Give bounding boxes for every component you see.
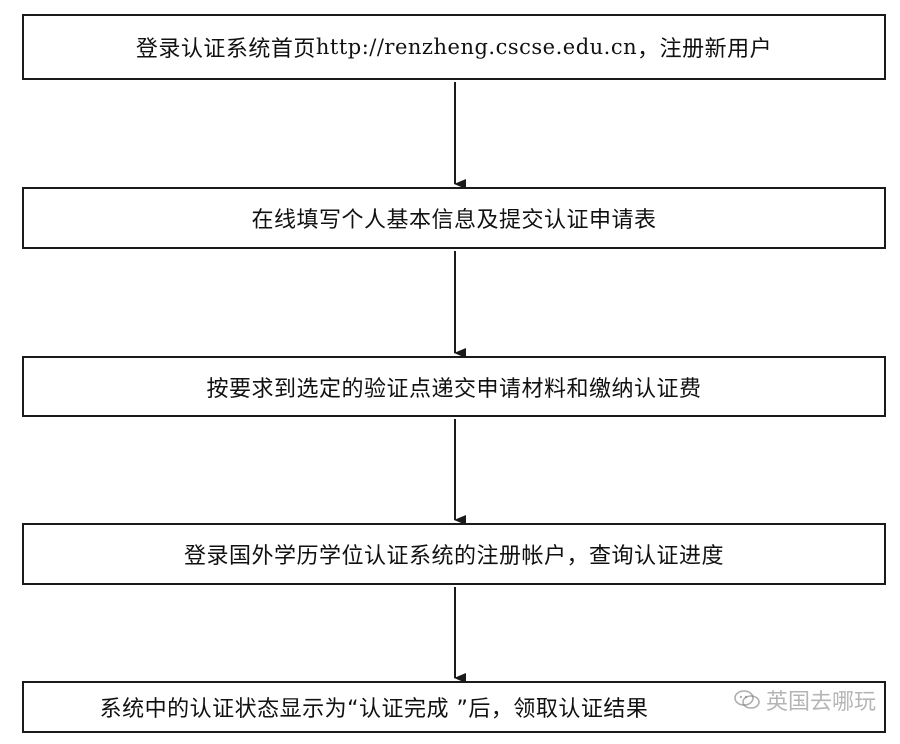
step-submit-materials-label: 按要求到选定的验证点递交申请材料和缴纳认证费 xyxy=(206,376,702,402)
wechat-icon xyxy=(734,690,760,710)
step-check-progress-label: 登录国外学历学位认证系统的注册帐户，查询认证进度 xyxy=(183,544,724,569)
step-fill-form-box: 在线填写个人基本信息及提交认证申请表 xyxy=(22,187,886,249)
step-register-prefix: 登录认证系统首页 xyxy=(135,37,316,62)
step-register-box: 登录认证系统首页 http://renzheng.cscse.edu.cn ，注… xyxy=(22,14,886,80)
watermark-text: 英国去哪玩 xyxy=(765,690,876,715)
step-register-suffix: ，注册新用户 xyxy=(637,37,773,62)
step-collect-result-label: 系统中的认证状态显示为“认证完成 ”后，领取认证结果 xyxy=(99,697,649,722)
step-submit-materials-box: 按要求到选定的验证点递交申请材料和缴纳认证费 xyxy=(22,356,886,417)
step-collect-result-box: 系统中的认证状态显示为“认证完成 ”后，领取认证结果 xyxy=(22,681,886,733)
watermark: 英国去哪玩 xyxy=(734,684,876,716)
step-check-progress-box: 登录国外学历学位认证系统的注册帐户，查询认证进度 xyxy=(22,523,886,585)
step-register-url: http://renzheng.cscse.edu.cn xyxy=(315,35,638,59)
step-fill-form-label: 在线填写个人基本信息及提交认证申请表 xyxy=(251,208,657,233)
